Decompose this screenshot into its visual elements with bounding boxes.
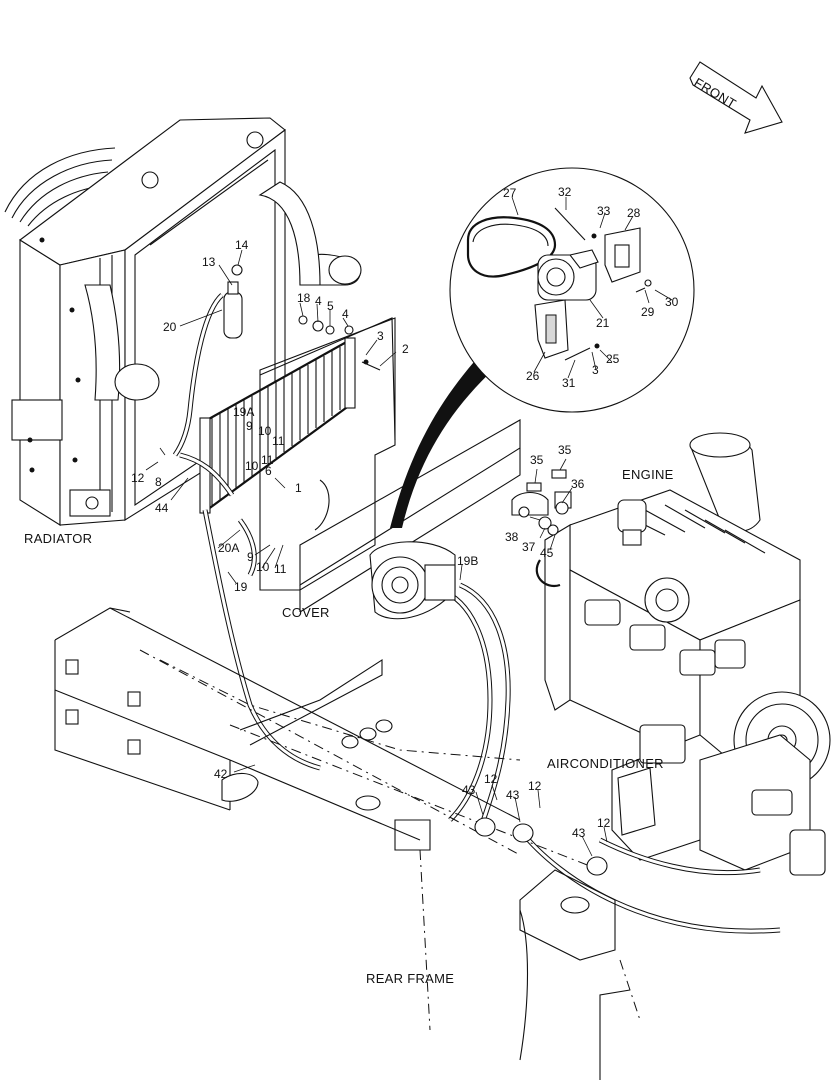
callout-42: 42	[214, 767, 228, 781]
callout-37: 37	[522, 540, 536, 554]
callout-12b: 12	[484, 772, 498, 786]
callout-10b: 10	[245, 459, 259, 473]
callout-28: 28	[627, 206, 641, 220]
callout-11c: 11	[274, 562, 287, 576]
callout-11b: 11	[261, 453, 274, 467]
callout-14: 14	[235, 238, 249, 252]
callout-29: 29	[641, 305, 655, 319]
callout-6: 6	[265, 464, 272, 478]
callout-10c: 10	[256, 560, 270, 574]
callout-1: 1	[295, 481, 302, 495]
callout-27: 27	[503, 186, 517, 200]
callout-9: 9	[246, 419, 253, 433]
compressor-detail-circle	[449, 167, 695, 413]
callout-18: 18	[297, 291, 311, 305]
detail-pointer-arrow	[390, 355, 495, 528]
callout-3b: 3	[592, 363, 599, 377]
airconditioner-label: AIRCONDITIONER	[547, 756, 664, 771]
front-arrow-label: FRONT	[691, 75, 738, 112]
callout-4: 4	[315, 294, 322, 308]
callout-45: 45	[540, 546, 554, 560]
callout-3: 3	[377, 329, 384, 343]
engine-assembly: ENGINE	[511, 432, 831, 789]
callout-38: 38	[505, 530, 519, 544]
callout-5: 5	[327, 299, 334, 313]
callout-43: 43	[462, 783, 476, 797]
leader-lines	[145, 196, 673, 857]
callout-12: 12	[131, 471, 145, 485]
callout-35: 35	[530, 453, 544, 467]
callout-9b: 9	[247, 550, 254, 564]
callout-2: 2	[402, 342, 409, 356]
callout-43b: 43	[506, 788, 520, 802]
callout-8: 8	[155, 475, 162, 489]
callout-19a: 19A	[233, 405, 254, 419]
engine-label: ENGINE	[622, 467, 674, 482]
callout-12c: 12	[528, 779, 542, 793]
callout-10: 10	[258, 424, 272, 438]
cover-label: COVER	[282, 605, 330, 620]
callout-32: 32	[558, 185, 572, 199]
cover-plate: COVER	[259, 317, 521, 620]
air-conditioner-unit: AIRCONDITIONER	[518, 724, 826, 934]
part-callout-labels: 1 2 3 3 4 4 5 6 8 9 9 10 10 10 11 11 11 …	[131, 185, 679, 840]
fittings	[518, 469, 569, 536]
callout-31: 31	[562, 376, 576, 390]
callout-20: 20	[163, 320, 177, 334]
rear-frame-label: REAR FRAME	[366, 971, 454, 986]
callout-20a: 20A	[218, 541, 239, 555]
callout-25: 25	[606, 352, 620, 366]
callout-4b: 4	[342, 307, 349, 321]
callout-19: 19	[234, 580, 248, 594]
callout-36: 36	[571, 477, 585, 491]
callout-11: 11	[272, 434, 285, 448]
radiator-label: RADIATOR	[24, 531, 92, 546]
callout-33: 33	[597, 204, 611, 218]
rear-frame: REAR FRAME	[54, 607, 641, 1080]
callout-19b: 19B	[457, 554, 478, 568]
callout-43c: 43	[572, 826, 586, 840]
callout-26: 26	[526, 369, 540, 383]
callout-12d: 12	[597, 816, 611, 830]
callout-35b: 35	[558, 443, 572, 457]
front-direction-arrow: FRONT	[689, 61, 783, 134]
callout-13: 13	[202, 255, 216, 269]
callout-44: 44	[155, 501, 169, 515]
callout-30: 30	[665, 295, 679, 309]
refrigerant-hoses	[179, 452, 511, 831]
compressor-mounted	[369, 541, 456, 620]
receiver-drier	[172, 264, 243, 457]
callout-21: 21	[596, 316, 610, 330]
